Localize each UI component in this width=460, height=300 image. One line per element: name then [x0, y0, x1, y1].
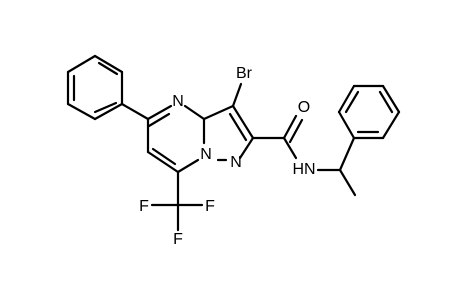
atom-label-f-left: F [139, 198, 149, 215]
atom-label-f-bottom: F [173, 231, 183, 248]
amide-group [251, 114, 304, 160]
phenyl-ring-right [337, 84, 401, 140]
atom-label-f-right: F [205, 198, 215, 215]
phenylethyl-chain [316, 136, 357, 197]
phenyl-ring-left [66, 54, 124, 121]
pyrazole-ring [202, 104, 255, 162]
atom-label-nh: HN [292, 161, 315, 178]
atom-label-n-bridge: N [200, 146, 212, 163]
atom-label-br: Br [236, 65, 253, 82]
atom-label-n-ring-top: N [172, 93, 184, 110]
atom-label-n-pyrazole: N [230, 154, 242, 171]
trifluoromethyl-group [150, 170, 204, 232]
pyrimidine-ring [120, 102, 206, 174]
atom-label-o: O [298, 99, 310, 116]
bond-c-br [231, 82, 243, 108]
